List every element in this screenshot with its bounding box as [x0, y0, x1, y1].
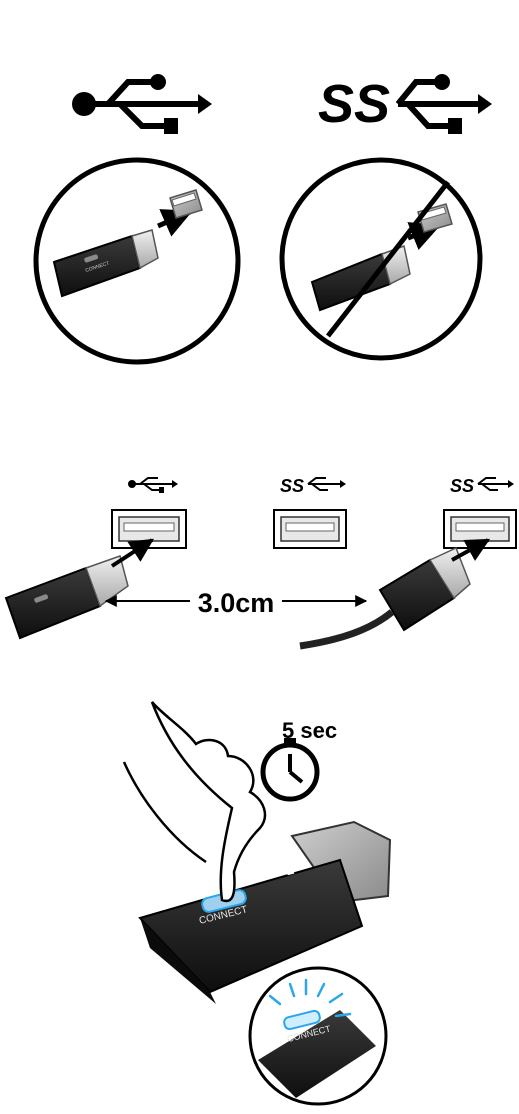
not-allowed-usb3-illustration: [282, 160, 480, 358]
hand-icon: [124, 702, 265, 901]
distance-label: 3.0cm: [198, 588, 275, 618]
connect-zoom-detail: CONNECT: [250, 968, 386, 1104]
timer-label: 5 sec: [282, 718, 337, 743]
section-port-compatibility: SS CONNECT: [36, 74, 492, 362]
superspeed-mark: SS: [450, 476, 474, 496]
stopwatch-icon: [263, 738, 317, 799]
usb-superspeed-icon: SS: [280, 476, 346, 496]
superspeed-mark: SS: [280, 476, 304, 496]
usb-receiver-dongle: [6, 556, 128, 638]
section-port-spacing: SS SS: [6, 476, 516, 646]
usb-superspeed-port: [274, 510, 346, 548]
superspeed-mark: SS: [318, 74, 390, 134]
distance-dimension: 3.0cm: [106, 588, 366, 618]
usb-icon: [72, 74, 212, 134]
usb-superspeed-icon: SS: [318, 74, 492, 134]
section-press-connect: 5 sec CONNECT: [124, 702, 390, 1104]
allowed-usb2-illustration: CONNECT: [36, 160, 238, 362]
usb-superspeed-icon: SS: [450, 476, 514, 496]
usb-icon: [128, 478, 178, 493]
usb-cable-plug: [300, 548, 470, 646]
